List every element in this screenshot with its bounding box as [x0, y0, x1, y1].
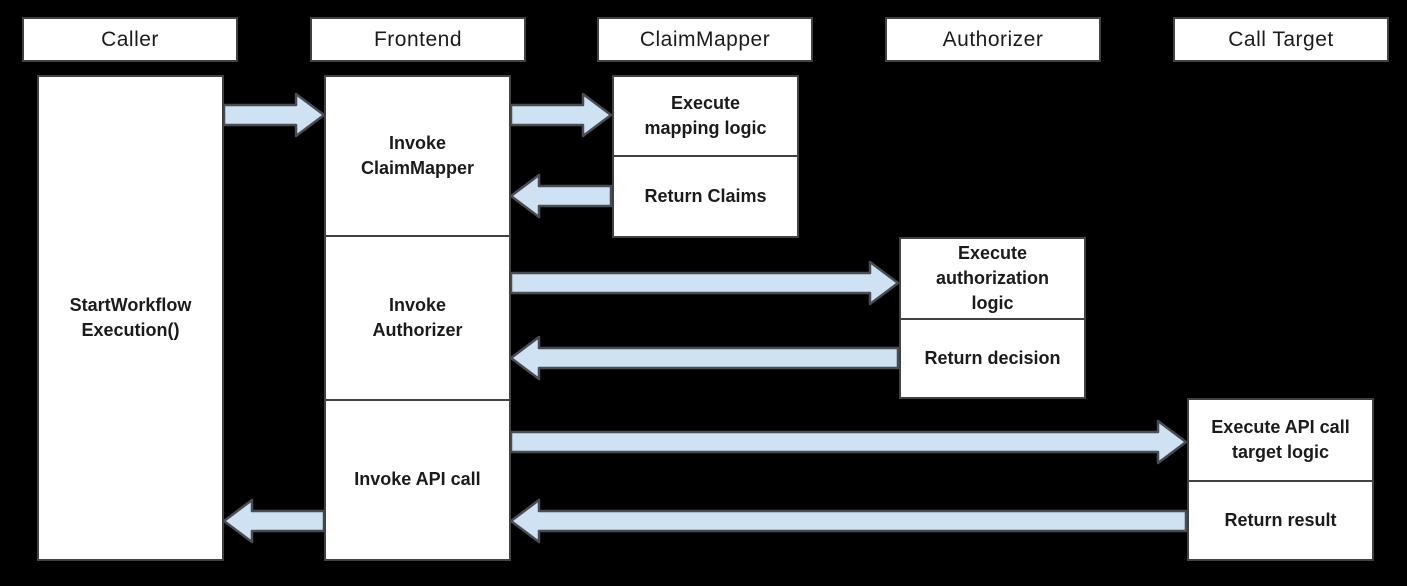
- activation-caller: StartWorkflow Execution(): [37, 75, 224, 561]
- step-execute-mapping-logic: Execute mapping logic: [614, 77, 797, 155]
- step-label: Invoke API call: [354, 469, 481, 490]
- step-execute-api-call-target-logic: Execute API call target logic: [1189, 400, 1372, 480]
- step-invoke-api-call: Invoke API call: [326, 399, 509, 559]
- step-label: Invoke ClaimMapper: [360, 132, 475, 178]
- arrow-calltarget-return-to-frontend: [509, 498, 1188, 544]
- arrow-frontend-return-to-caller: [222, 498, 326, 544]
- step-label: Return Claims: [644, 185, 767, 206]
- participant-authorizer: Authorizer: [885, 17, 1101, 62]
- participant-caller: Caller: [22, 17, 238, 62]
- step-label: Execute mapping logic: [644, 92, 767, 138]
- step-return-claims: Return Claims: [614, 155, 797, 236]
- arrow-claimmapper-return-to-frontend: [509, 173, 613, 219]
- arrow-frontend-to-authorizer: [509, 260, 900, 306]
- step-startworkflowexecution: StartWorkflow Execution(): [39, 77, 222, 559]
- arrow-frontend-to-claimmapper: [509, 92, 613, 138]
- activation-authorizer: Execute authorization logic Return decis…: [899, 237, 1086, 399]
- step-invoke-claimmapper: Invoke ClaimMapper: [326, 77, 509, 235]
- step-label: Return decision: [924, 347, 1061, 368]
- activation-calltarget: Execute API call target logic Return res…: [1187, 398, 1374, 561]
- activation-claimmapper: Execute mapping logic Return Claims: [612, 75, 799, 238]
- participant-calltarget: Call Target: [1173, 17, 1389, 62]
- arrow-frontend-to-calltarget: [509, 419, 1188, 465]
- step-label: Execute authorization logic: [936, 242, 1049, 314]
- activation-frontend: Invoke ClaimMapper Invoke Authorizer Inv…: [324, 75, 511, 561]
- arrow-caller-to-frontend: [222, 92, 326, 138]
- arrow-authorizer-return-to-frontend: [509, 335, 900, 381]
- participant-claimmapper: ClaimMapper: [597, 17, 813, 62]
- step-invoke-authorizer: Invoke Authorizer: [326, 235, 509, 399]
- step-label: Return result: [1224, 509, 1337, 530]
- step-label: Invoke Authorizer: [372, 294, 463, 340]
- participant-frontend: Frontend: [310, 17, 526, 62]
- step-return-decision: Return decision: [901, 318, 1084, 397]
- step-return-result: Return result: [1189, 480, 1372, 559]
- step-label: Execute API call target logic: [1211, 416, 1350, 462]
- step-execute-authorization-logic: Execute authorization logic: [901, 239, 1084, 318]
- step-label: StartWorkflow Execution(): [69, 294, 192, 340]
